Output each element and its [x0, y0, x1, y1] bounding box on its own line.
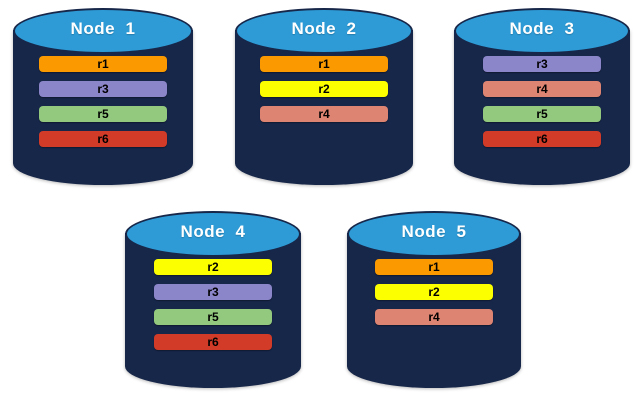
node-3[interactable]: Node 3 r3 r4 r5 r6	[454, 8, 630, 185]
node-label: Node 4	[180, 222, 246, 241]
data-row[interactable]: r4	[375, 309, 493, 325]
data-row[interactable]: r1	[39, 56, 167, 72]
node-1[interactable]: Node 1 r1 r3 r5 r6	[13, 8, 193, 185]
node-2[interactable]: Node 2 r1 r2 r4	[235, 8, 413, 185]
data-row[interactable]: r1	[375, 259, 493, 275]
data-row-list: r1 r2 r4	[347, 259, 521, 334]
node-5[interactable]: Node 5 r1 r2 r4	[347, 211, 521, 388]
data-row[interactable]: r3	[39, 81, 167, 97]
data-row[interactable]: r5	[154, 309, 272, 325]
data-row[interactable]: r3	[154, 284, 272, 300]
node-label: Node 3	[509, 19, 575, 38]
data-row[interactable]: r5	[483, 106, 601, 122]
data-row[interactable]: r6	[483, 131, 601, 147]
node-label: Node 2	[291, 19, 357, 38]
cylinder-top	[13, 8, 193, 54]
data-row[interactable]: r6	[39, 131, 167, 147]
data-row-list: r1 r3 r5 r6	[13, 56, 193, 156]
node-label: Node 5	[401, 222, 467, 241]
data-row-list: r3 r4 r5 r6	[454, 56, 630, 156]
data-row[interactable]: r4	[260, 106, 388, 122]
node-4[interactable]: Node 4 r2 r3 r5 r6	[125, 211, 301, 388]
data-row[interactable]: r2	[154, 259, 272, 275]
data-row[interactable]: r6	[154, 334, 272, 350]
data-row[interactable]: r2	[375, 284, 493, 300]
cylinder-top	[454, 8, 630, 54]
cylinder-top	[347, 211, 521, 257]
data-row[interactable]: r3	[483, 56, 601, 72]
cylinder-top	[235, 8, 413, 54]
data-row[interactable]: r2	[260, 81, 388, 97]
data-row[interactable]: r4	[483, 81, 601, 97]
data-row[interactable]: r1	[260, 56, 388, 72]
data-row[interactable]: r5	[39, 106, 167, 122]
data-row-list: r1 r2 r4	[235, 56, 413, 131]
cylinder-top	[125, 211, 301, 257]
data-row-list: r2 r3 r5 r6	[125, 259, 301, 359]
node-label: Node 1	[70, 19, 136, 38]
